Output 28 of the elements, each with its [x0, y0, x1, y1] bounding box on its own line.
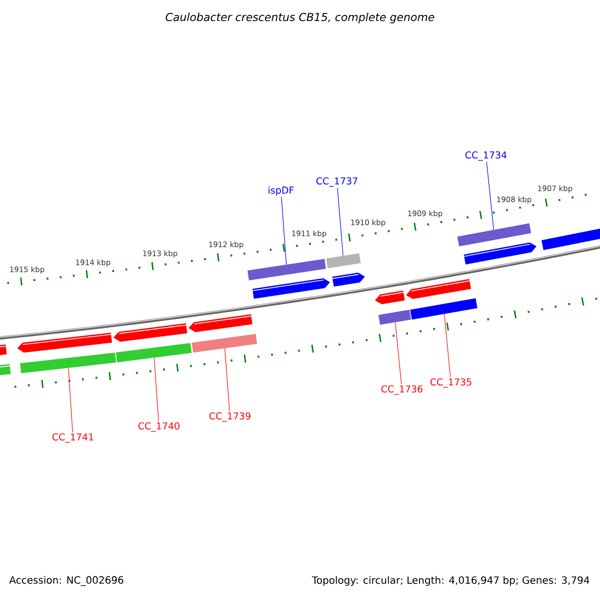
- feature-bar: [457, 223, 532, 246]
- title: Caulobacter crescentus CB15, complete genome: [166, 12, 434, 24]
- gene-label: CC_1740: [138, 422, 180, 432]
- feature-bar: [542, 226, 600, 250]
- leader-line: [68, 368, 73, 432]
- feature-bar: [326, 253, 361, 268]
- gene-label: ispDF: [268, 186, 294, 196]
- gene-label: CC_1734: [465, 151, 507, 161]
- leader-line: [444, 314, 451, 378]
- feature-bar: [378, 310, 412, 325]
- feature-bar: [192, 334, 258, 353]
- gene-label: CC_1741: [52, 433, 94, 443]
- feature-bar: [116, 342, 192, 362]
- feature-bar: [410, 298, 478, 320]
- gene-label: CC_1737: [316, 177, 358, 187]
- feature-bar: [248, 258, 326, 280]
- gene-label: CC_1735: [430, 378, 472, 388]
- leader-line: [337, 188, 344, 256]
- leader-line: [281, 196, 287, 265]
- leader-line: [486, 162, 494, 230]
- leader-line: [224, 348, 230, 412]
- gene-label: CC_1736: [381, 385, 422, 395]
- feature-bar: [20, 352, 116, 374]
- gene-label: CC_1739: [209, 412, 250, 422]
- leader-line: [394, 322, 402, 384]
- footer-text: Accession: NC_002696: [9, 576, 124, 586]
- leader-line: [154, 358, 159, 422]
- footer-text: Topology: circular; Length: 4,016,947 bp; Genes: 3,794: [312, 576, 590, 586]
